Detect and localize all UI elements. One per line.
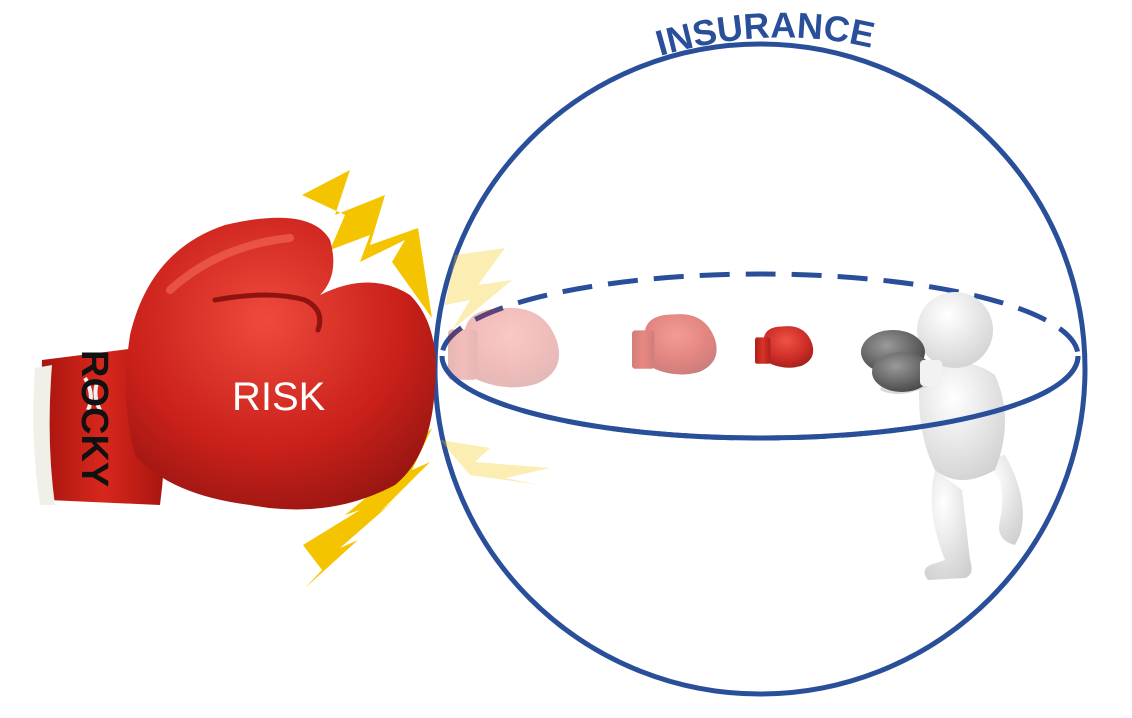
risk-label: RISK — [232, 375, 326, 419]
glove-brand-text: ROCKY — [73, 350, 115, 487]
boxing-glove-icon — [448, 307, 560, 388]
punch-sequence — [448, 307, 814, 388]
boxing-glove-icon: ROCKY RISK — [33, 217, 436, 510]
boxing-figure-icon — [861, 292, 1023, 580]
boxing-glove-icon — [632, 314, 717, 375]
sphere-front-equator — [439, 355, 1081, 441]
boxing-glove-icon — [755, 326, 814, 368]
